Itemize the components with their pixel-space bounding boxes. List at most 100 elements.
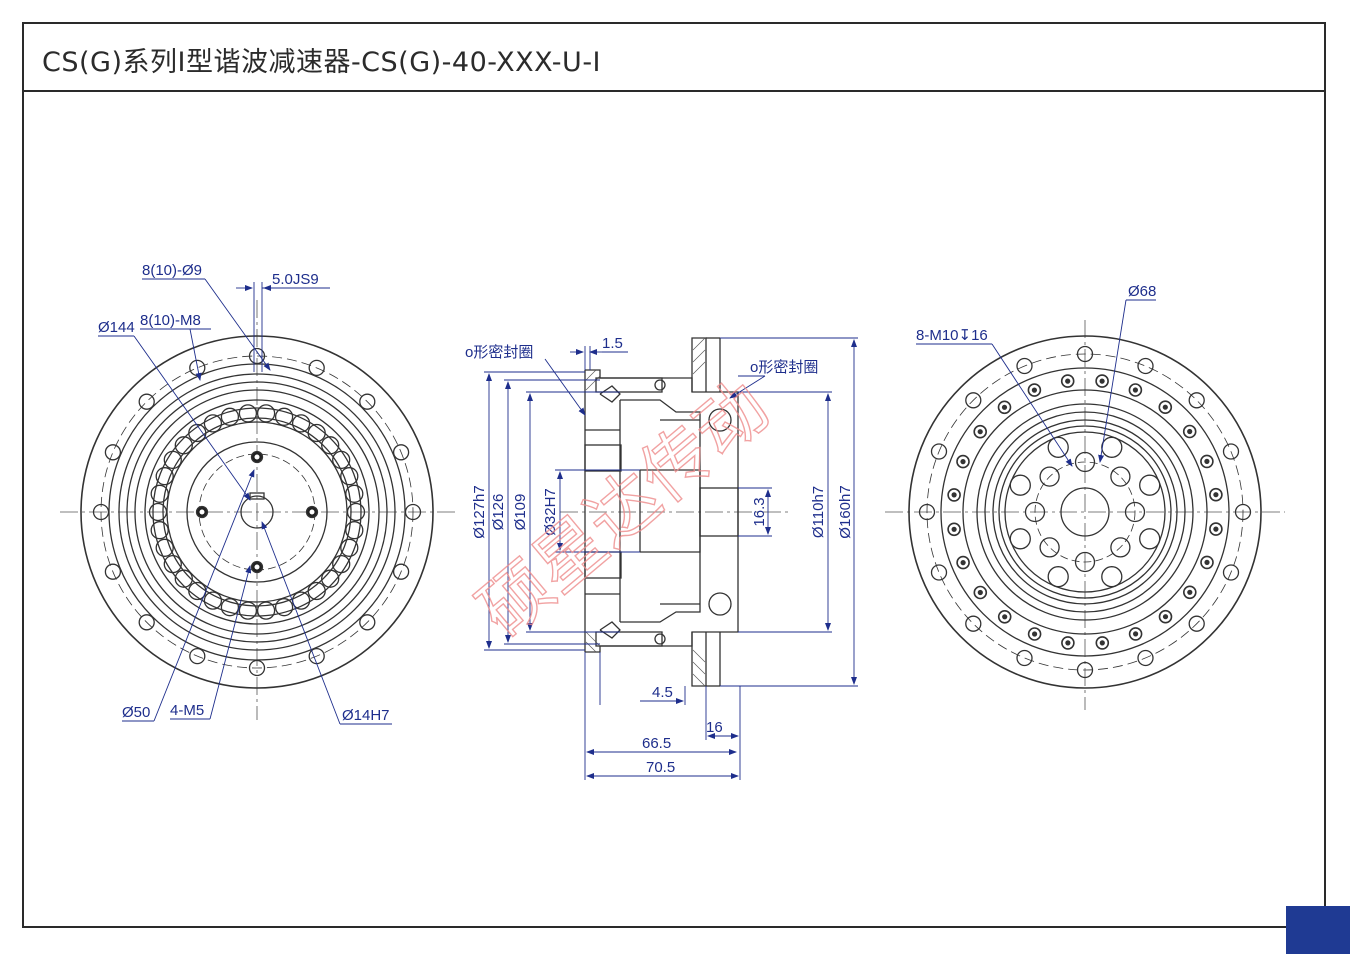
thread-hole	[1039, 466, 1060, 487]
label-keyway: 5.0JS9	[272, 271, 319, 288]
label-rear-threads: 8-M10↧16	[916, 327, 988, 344]
label-d126: Ø126	[490, 494, 507, 531]
bolt-hole	[1209, 522, 1223, 536]
inner-hole	[1009, 528, 1031, 550]
inner-hole	[1009, 474, 1031, 496]
bolt-hole	[947, 488, 961, 502]
bolt-center	[1187, 589, 1193, 595]
roller	[174, 569, 193, 588]
front-hub-holes	[195, 450, 319, 574]
roller	[163, 450, 182, 470]
roller	[174, 436, 193, 455]
mount-hole	[359, 614, 376, 631]
rear-view	[885, 320, 1285, 710]
roller	[256, 601, 276, 620]
label-seal-left: o形密封圈	[465, 344, 533, 361]
bolt-hole	[997, 609, 1012, 624]
bolt-center	[1099, 640, 1105, 646]
thread-hole	[1074, 551, 1096, 573]
outer-hole	[1016, 649, 1033, 667]
outer-hole	[1016, 357, 1033, 375]
roller	[291, 414, 311, 433]
rear-holes	[918, 345, 1252, 679]
bolt-hole	[1200, 555, 1214, 570]
thread-hole	[1110, 537, 1131, 558]
bolt-hole	[956, 555, 970, 570]
outer-hole	[1188, 392, 1205, 409]
roller	[238, 601, 258, 620]
roller	[203, 414, 223, 433]
rear-view-annotations	[916, 299, 1156, 467]
roller	[155, 467, 174, 486]
roller	[340, 467, 359, 486]
bolt-center	[1187, 428, 1193, 435]
inner-hole	[1139, 474, 1161, 496]
bolt-hole	[947, 522, 961, 537]
bolt-center	[1065, 378, 1071, 384]
roller	[274, 407, 294, 426]
thread-hole	[1110, 466, 1131, 487]
bolt-hole	[1182, 424, 1197, 439]
roller	[274, 598, 294, 617]
inner-hole	[1101, 436, 1123, 458]
roller	[345, 484, 364, 503]
label-hub-dia: Ø50	[122, 704, 150, 721]
bolt-hole	[1158, 400, 1173, 415]
bolt-center	[1204, 458, 1210, 464]
drawing-frame: CS(G)系列I型谐波减速器-CS(G)-40-XXX-U-I	[22, 22, 1326, 928]
section-dimensions	[484, 337, 858, 780]
page-title: CS(G)系列I型谐波减速器-CS(G)-40-XXX-U-I	[42, 47, 602, 78]
bolt-center	[1133, 631, 1139, 637]
bolt-hole	[1209, 487, 1223, 502]
label-outer-dia: Ø144	[98, 319, 135, 336]
inner-hole	[1139, 528, 1161, 550]
bolt-center	[1002, 614, 1008, 620]
corner-block	[1286, 906, 1350, 954]
label-threads: 8(10)-M8	[140, 312, 201, 329]
label-d32: Ø32H7	[542, 488, 559, 536]
mount-hole	[392, 444, 410, 461]
roller	[220, 407, 240, 426]
rear-view-labels: Ø68 8-M10↧16	[916, 283, 1156, 344]
inner-hole	[1047, 566, 1069, 588]
outer-hole	[1076, 661, 1094, 679]
bolt-center	[1162, 404, 1168, 410]
label-bore: Ø14H7	[342, 707, 390, 724]
outer-hole	[1137, 357, 1154, 375]
outer-hole	[918, 503, 936, 521]
bolt-center	[1032, 631, 1038, 637]
bolt-center	[1065, 640, 1071, 646]
label-l4-5: 4.5	[652, 684, 673, 701]
mount-hole	[404, 503, 422, 521]
bolt-center	[1213, 526, 1219, 532]
roller	[340, 538, 359, 557]
bolt-hole	[997, 400, 1012, 415]
roller	[321, 436, 340, 455]
mount-hole	[92, 503, 110, 521]
bolt-center	[1031, 387, 1037, 393]
bolt-hole	[956, 454, 970, 469]
roller	[238, 404, 258, 423]
mount-hole	[359, 393, 376, 410]
label-d110: Ø110h7	[810, 486, 827, 538]
outer-hole	[1188, 615, 1205, 632]
bolt-center	[1213, 492, 1219, 498]
label-d16-3: 16.3	[751, 497, 768, 526]
roller	[148, 502, 168, 522]
thread-hole	[1074, 451, 1096, 473]
bolt-center	[1001, 404, 1008, 410]
bolt-hole	[1095, 636, 1110, 650]
inner-hole	[1101, 566, 1123, 588]
label-l70-5: 70.5	[646, 759, 675, 776]
roller	[307, 581, 326, 601]
roller	[345, 521, 364, 540]
roller	[332, 450, 351, 470]
outer-hole	[1137, 649, 1154, 667]
outer-hole	[1234, 503, 1252, 521]
roller	[346, 502, 366, 522]
bolt-center	[1162, 614, 1169, 620]
bolt-center	[1204, 559, 1210, 566]
label-seal-right: o形密封圈	[750, 359, 818, 376]
roller	[150, 484, 169, 503]
mount-hole	[189, 647, 206, 665]
